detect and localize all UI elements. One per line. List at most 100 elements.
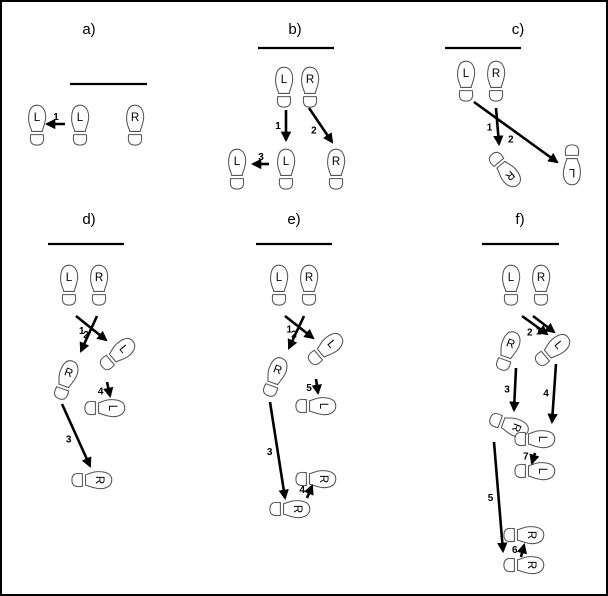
foot-heel-shape [61,294,77,306]
panel-d-footprint-right: R [90,264,109,306]
foot-sole-shape [98,399,126,418]
foot-letter: L [508,272,515,284]
foot-heel-shape [29,134,45,146]
panel-d-step-arrow-1 [79,315,99,353]
foot-letter: L [568,166,575,178]
panel-e-step-arrow-5 [311,378,322,396]
panel-e-step-arrow-4 [304,484,314,499]
panel-f-label: f) [515,211,524,228]
foot-letter: L [77,112,84,124]
panel-f-footprint-left: L [534,334,571,367]
panel-d-footprint-right: R [54,360,79,400]
foot-heel-shape [458,90,474,102]
foot-heel-shape [72,134,88,146]
panel-b-step-number: 2 [311,125,317,136]
panel-e-footprint-left: L [270,264,289,306]
panel-f-step-arrow-4 [547,363,558,425]
panel-b-label: b) [288,21,301,38]
panel-f-footprint-right: R [496,331,521,371]
panel-d-step-number: 1 [79,326,85,337]
panel-f-step-number: 7 [523,452,529,463]
panel-a-footprint-right: R [126,104,145,146]
panel-e-footprint-left: L [307,333,344,366]
foot-sole-shape [58,360,79,389]
foot-heel-shape [295,398,307,414]
foot-sole-shape [270,264,289,292]
foot-letter: R [93,476,105,484]
panel-f-footprint-left: L [514,462,556,481]
foot-sole-shape [283,500,311,519]
foot-heel-shape [514,463,526,479]
panel-e-step-number: 4 [299,485,305,496]
panel-f-footprint-right: R [532,264,551,306]
foot-heel-shape [271,294,287,306]
panel-f-step-arrow-1 [532,314,556,334]
panel-d-step-number: 4 [98,387,104,398]
foot-heel-shape [127,134,143,146]
panel-a-label: a) [82,21,95,38]
panel-f-step-arrow-2 [521,314,549,336]
panel-f-step-number: 2 [527,327,533,338]
panel-b-footprint-left: L [275,66,294,108]
panel-c-footprint-right: R [488,151,521,188]
foot-letter: L [536,436,548,443]
panel-d-footprint-left: L [60,264,79,306]
foot-letter: R [131,112,139,124]
foot-heel-shape [328,178,344,190]
foot-sole-shape [316,333,344,358]
foot-heel-shape [54,386,70,400]
panel-e-step-number: 5 [306,383,312,394]
foot-letter: R [509,421,523,433]
foot-heel-shape [503,557,515,573]
panel-d-step-arrow-3 [60,403,92,468]
foot-sole-shape [309,397,337,416]
panel-e-footprint-right: R [300,264,319,306]
foot-sole-shape [517,556,545,575]
foot-sole-shape [85,471,113,490]
foot-heel-shape [514,431,526,447]
panel-f-footprint-left: L [502,264,521,306]
foot-letter: R [332,156,340,168]
panel-c-step-arrow-1 [493,107,504,147]
panel-b-footprint-right: R [327,148,346,190]
panel-c-step-number: 1 [487,123,493,134]
panel-c-footprint-right: R [487,60,506,102]
panel-a-footprint-left: L [71,104,90,146]
panel-c-label: c) [512,21,525,38]
panel-e-footprint-right: R [263,357,288,397]
panel-f-footprint-right: R [503,526,545,545]
foot-sole-shape [457,60,476,88]
foot-sole-shape [228,148,247,176]
foot-heel-shape [533,294,549,306]
panel-b-step-number: 1 [275,121,281,132]
foot-letter: R [305,272,313,284]
foot-sole-shape [60,264,79,292]
foot-letter: R [537,272,545,284]
foot-letter: R [62,366,74,380]
foot-heel-shape [91,294,107,306]
foot-sole-shape [500,331,521,360]
foot-sole-shape [327,148,346,176]
panel-e-footprint-left: L [295,397,337,416]
foot-sole-shape [543,334,571,359]
foot-letter: L [276,272,283,284]
panel-b-step-number: 3 [258,152,264,163]
foot-letter: R [95,272,103,284]
foot-heel-shape [229,178,245,190]
panel-d-step-number: 3 [66,434,72,445]
panel-e-step-number: 2 [291,329,297,340]
foot-letter: R [504,337,516,351]
foot-sole-shape [126,104,145,132]
foot-letter: L [66,272,73,284]
foot-sole-shape [108,338,136,363]
foot-letter: L [536,468,548,475]
foot-letter: L [317,403,329,410]
panel-e-step-number: 1 [286,325,292,336]
foot-heel-shape [99,354,116,371]
panel-b-footprint-left: L [277,148,296,190]
panel-e-step-arrow-2 [284,314,315,340]
panel-d-footprint-left: L [99,338,136,371]
foot-heel-shape [276,96,292,108]
